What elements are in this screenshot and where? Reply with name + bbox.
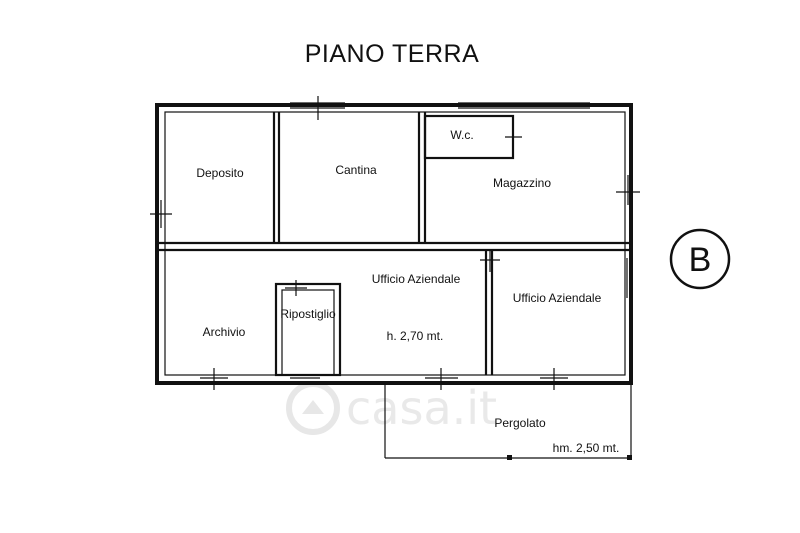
window-marks: [150, 96, 640, 390]
lower-partitions: [274, 250, 494, 377]
upper-partitions: [272, 112, 515, 243]
room-label-deposito: Deposito: [196, 166, 244, 180]
pergola-height-note: hm. 2,50 mt.: [553, 441, 620, 455]
watermark-logo: casa.it: [286, 381, 497, 435]
badge-letter: B: [689, 241, 712, 279]
room-label-wc: W.c.: [450, 128, 473, 142]
room-label-ufficio-aziendale: Ufficio Aziendale: [372, 272, 461, 286]
ceiling-height-note: h. 2,70 mt.: [387, 329, 444, 343]
room-label-pergolato: Pergolato: [494, 416, 546, 430]
plan-title: PIANO TERRA: [305, 40, 480, 68]
room-label-cantina: Cantina: [335, 163, 377, 177]
room-label-archivio: Archivio: [203, 325, 246, 339]
section-badge: B: [669, 228, 731, 290]
room-label-ripostiglio: Ripostiglio: [280, 307, 336, 321]
middle-wall: [157, 241, 631, 252]
room-label-ufficio-aziendale-2: Ufficio Aziendale: [513, 291, 602, 305]
pergola-outline: [384, 383, 632, 460]
room-label-magazzino: Magazzino: [493, 176, 551, 190]
watermark-text: casa.it: [346, 381, 497, 435]
